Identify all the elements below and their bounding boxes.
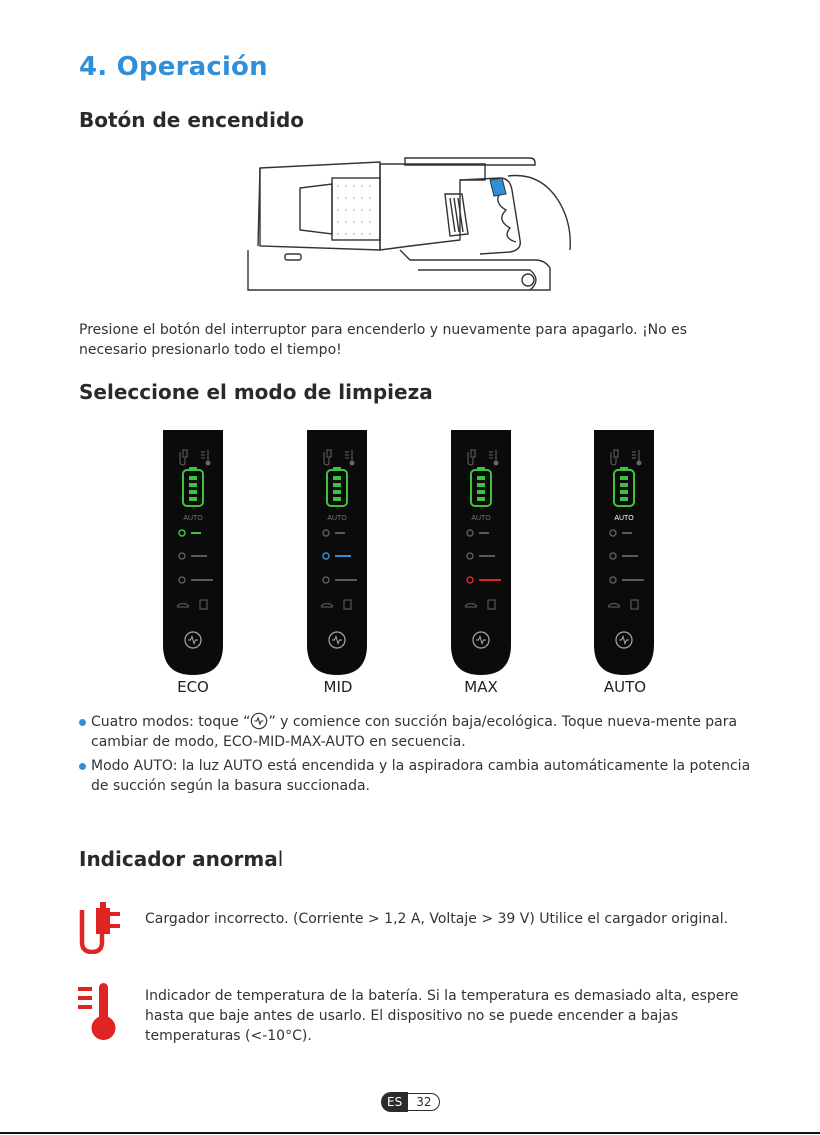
battery-indicator <box>470 467 492 507</box>
abnormal-heading: Indicador anormal <box>79 847 284 871</box>
eco-led <box>322 529 345 537</box>
mode-small-button-icon <box>472 631 490 649</box>
max-led <box>322 576 357 584</box>
bullet-dot <box>79 719 86 726</box>
charger-small-icon <box>323 449 332 466</box>
led-panel-eco: AUTO <box>163 430 223 675</box>
max-led <box>609 576 644 584</box>
auto-led-label: AUTO <box>471 515 491 522</box>
panel-body <box>594 430 654 675</box>
battery-indicator <box>613 467 635 507</box>
bullet-dot <box>79 763 86 770</box>
mode-button-icon <box>251 712 268 730</box>
mid-led <box>466 552 495 560</box>
battery-indicator <box>182 467 204 507</box>
led-panel-mid: AUTO <box>307 430 367 675</box>
temperature-small-icon <box>632 450 642 466</box>
floor-brush-small-icon <box>464 599 496 610</box>
mid-led <box>178 552 207 560</box>
auto-led-label: AUTO <box>614 515 634 522</box>
temperature-warning-icon <box>78 983 116 1040</box>
page-badge: ES 32 <box>381 1092 441 1112</box>
language-badge: ES <box>381 1092 409 1112</box>
mode-label-mid: MID <box>323 678 353 696</box>
auto-led-label: AUTO <box>183 515 203 522</box>
power-heading: Botón de encendido <box>79 108 305 132</box>
led-panel-max: AUTO <box>451 430 511 675</box>
vacuum-illustration <box>247 157 571 291</box>
mode-small-button-icon <box>615 631 633 649</box>
page-number: 32 <box>408 1093 441 1111</box>
charger-warning-text: Cargador incorrecto. (Corriente > 1,2 A,… <box>145 911 729 927</box>
charger-warning-icon <box>79 902 120 954</box>
temperature-warning-text: Indicador de temperatura de la batería. … <box>145 988 739 1044</box>
power-description: Presione el botón del interruptor para e… <box>79 322 688 358</box>
mode-small-button-icon <box>328 631 346 649</box>
mode-small-button-icon <box>184 631 202 649</box>
led-panel-auto: AUTO <box>594 430 654 675</box>
mode-label-auto: AUTO <box>603 678 647 696</box>
bullet-auto-mode: Modo AUTO: la luz AUTO está encendida y … <box>79 756 761 796</box>
charger-small-icon <box>610 449 619 466</box>
panel-body <box>451 430 511 675</box>
eco-led <box>466 529 489 537</box>
eco-led <box>609 529 632 537</box>
section-title: 4. Operación <box>79 52 268 82</box>
temperature-small-icon <box>345 450 355 466</box>
modes-heading: Seleccione el modo de limpieza <box>79 380 433 404</box>
max-led <box>466 576 501 584</box>
battery-indicator <box>326 467 348 507</box>
auto-led-label: AUTO <box>327 515 347 522</box>
temperature-small-icon <box>201 450 211 466</box>
mid-led <box>322 552 351 560</box>
mode-label-max: MAX <box>464 678 498 696</box>
panel-body <box>307 430 367 675</box>
charger-small-icon <box>179 449 188 466</box>
temperature-small-icon <box>489 450 499 466</box>
floor-brush-small-icon <box>176 599 208 610</box>
bullet-four-modes: Cuatro modos: toque “” y comience con su… <box>79 712 761 752</box>
eco-led <box>178 529 201 537</box>
floor-brush-small-icon <box>320 599 352 610</box>
mid-led <box>609 552 638 560</box>
max-led <box>178 576 213 584</box>
power-button-highlight <box>489 177 507 197</box>
bottom-rule <box>0 1132 820 1134</box>
floor-brush-small-icon <box>607 599 639 610</box>
panel-body <box>163 430 223 675</box>
mode-label-eco: ECO <box>177 678 209 696</box>
charger-small-icon <box>467 449 476 466</box>
